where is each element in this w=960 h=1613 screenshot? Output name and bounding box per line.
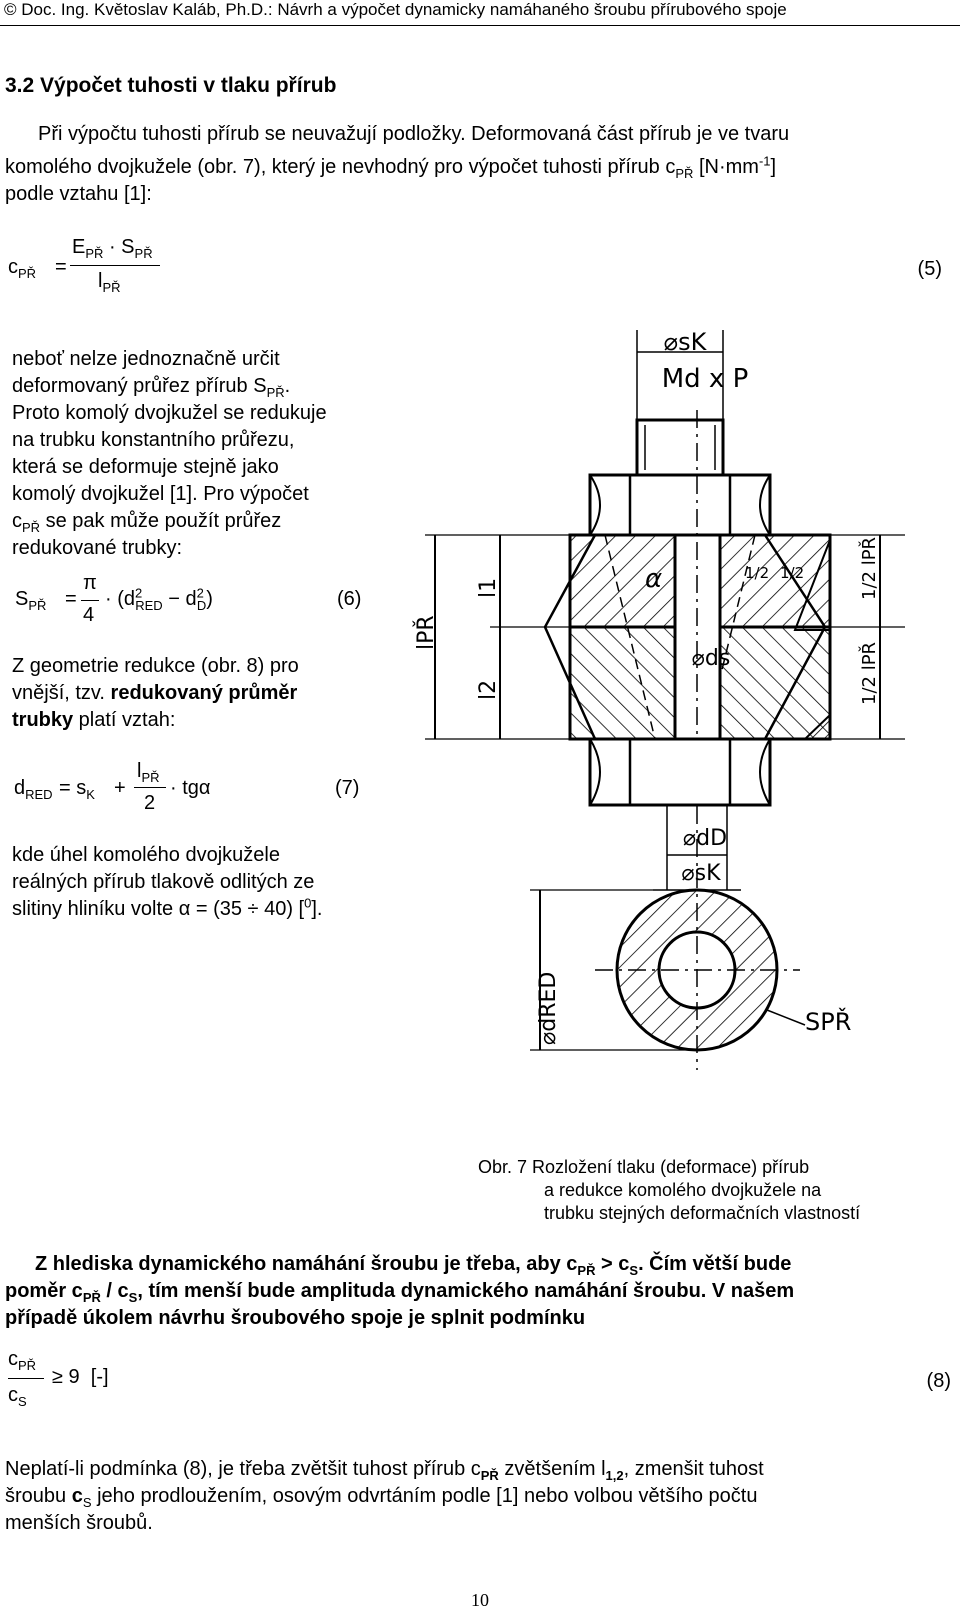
label-sk-top: ⌀sK xyxy=(664,330,708,356)
label-half-lpr-top: 1/2 lPŘ xyxy=(858,537,880,600)
paragraph-4: kde úhel komolého dvojkužele reálných př… xyxy=(12,844,323,920)
paragraph-3: Z geometrie redukce (obr. 8) pro vnější,… xyxy=(12,655,299,731)
label-half-a: 1/2 xyxy=(745,564,769,582)
label-half-b: 1/2 xyxy=(780,564,804,582)
paragraph-1-line-1: Při výpočtu tuhosti přírub se neuvažují … xyxy=(38,123,790,145)
equation-7: dRED = sK + lPŘ 2 · tgα (7) xyxy=(14,760,360,814)
equation-8-number: (8) xyxy=(926,1370,951,1392)
equation-5: cPŘ = EPŘ · SPŘ lPŘ (5) xyxy=(8,236,942,295)
label-alpha: α xyxy=(645,564,662,594)
paragraph-2: neboť nelze jednoznačně určit deformovan… xyxy=(12,348,327,559)
label-l2: l2 xyxy=(476,680,501,700)
header-divider xyxy=(0,25,960,26)
paragraph-1-line-3: podle vztahu [1]: xyxy=(5,183,152,205)
label-spr: SPŘ xyxy=(805,1007,851,1036)
paragraph-6: Neplatí-li podmínka (8), je třeba zvětši… xyxy=(5,1458,764,1534)
page-header: © Doc. Ing. Květoslav Kaláb, Ph.D.: Návr… xyxy=(4,0,787,19)
label-dred: ⌀dRED xyxy=(536,972,561,1045)
equation-6-number: (6) xyxy=(337,588,362,610)
equation-7-number: (7) xyxy=(335,777,360,799)
equation-6: SPŘ = π 4 · (d2RED − d2D) (6) xyxy=(15,572,362,626)
equation-5-number: (5) xyxy=(917,258,942,280)
page-number: 10 xyxy=(471,1590,489,1610)
label-thread: Md x P xyxy=(662,364,749,394)
paragraph-1-line-2: komolého dvojkužele (obr. 7), který je n… xyxy=(5,153,777,181)
label-dd: ⌀dD xyxy=(683,826,727,851)
figure-7-bolted-joint-drawing: ⌀sK Md x P α ⌀ds lPŘ l1 l2 1/2 lPŘ xyxy=(413,330,905,1070)
label-lpr: lPŘ xyxy=(413,615,439,650)
equation-8: cPŘ cS ≥ 9 [-] (8) xyxy=(8,1348,951,1409)
label-l1: l1 xyxy=(476,578,501,598)
label-half-lpr-bottom: 1/2 lPŘ xyxy=(858,642,880,705)
section-title: 3.2 Výpočet tuhosti v tlaku přírub xyxy=(5,74,337,97)
label-ds: ⌀ds xyxy=(692,646,731,671)
label-sk-bottom: ⌀sK xyxy=(681,861,721,886)
figure-caption: Obr. 7 Rozložení tlaku (deformace) příru… xyxy=(478,1157,861,1223)
paragraph-5: Z hlediska dynamického namáhání šroubu j… xyxy=(5,1253,795,1329)
